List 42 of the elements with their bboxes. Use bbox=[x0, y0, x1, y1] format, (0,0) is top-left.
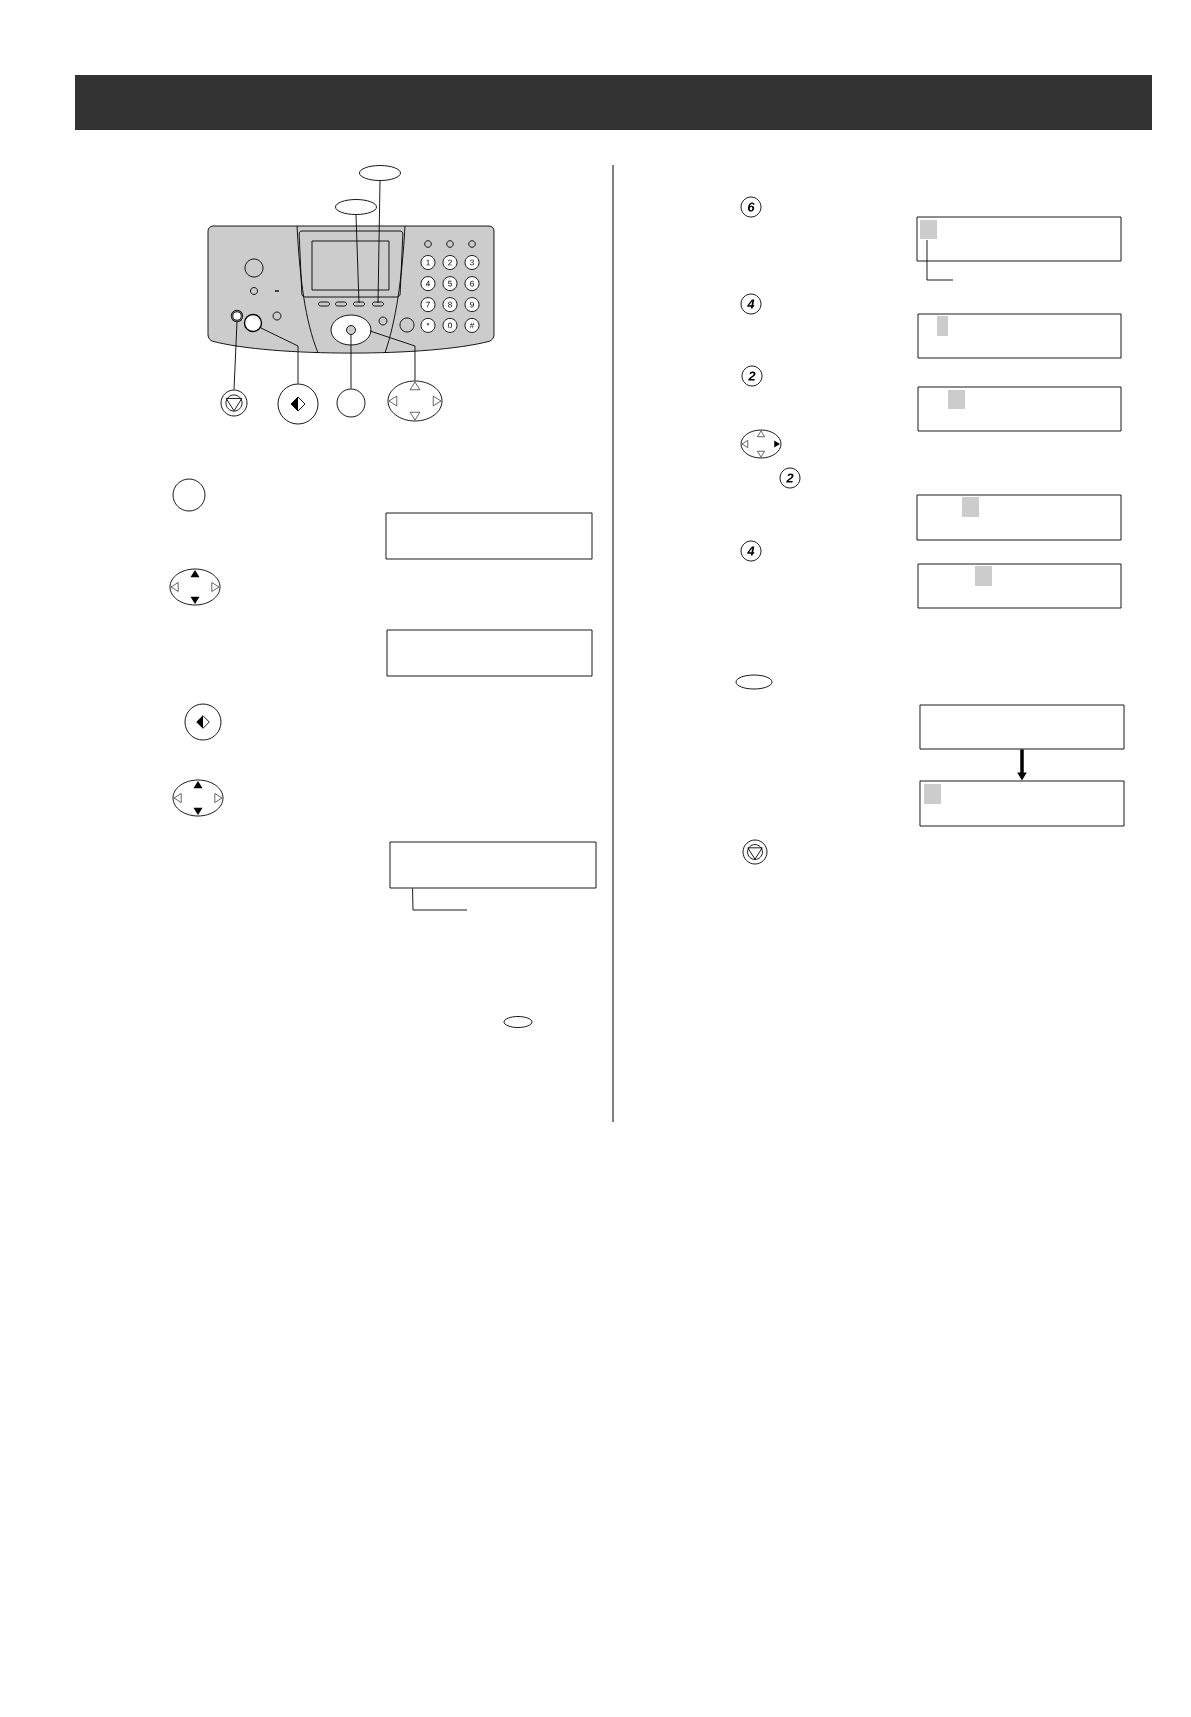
lcd-display bbox=[389, 841, 597, 889]
oval-button bbox=[335, 199, 377, 215]
lcd-display bbox=[917, 386, 1122, 432]
oval-button bbox=[359, 165, 401, 181]
leader-line bbox=[377, 180, 381, 304]
keypad-key: 4 bbox=[420, 276, 436, 292]
leader-line bbox=[926, 239, 954, 281]
keypad-key: 6 bbox=[464, 276, 480, 292]
leader-line bbox=[233, 321, 238, 390]
leader-line bbox=[350, 334, 352, 389]
number-key: 6 bbox=[740, 196, 762, 218]
lcd-display bbox=[386, 629, 593, 677]
keypad-key: 0 bbox=[442, 317, 458, 333]
keypad-key: # bbox=[464, 317, 480, 333]
number-key: 4 bbox=[740, 293, 762, 315]
stop-button bbox=[220, 389, 248, 417]
keypad-key: 1 bbox=[420, 255, 436, 270]
keypad-key: 8 bbox=[442, 297, 458, 313]
leader-line bbox=[355, 214, 360, 304]
leader-line bbox=[412, 888, 468, 911]
navigator-button bbox=[387, 380, 443, 422]
fax-panel-drawing bbox=[207, 225, 495, 354]
keypad-key: * bbox=[420, 317, 436, 333]
lcd-display bbox=[919, 780, 1125, 827]
lcd-display bbox=[919, 704, 1125, 750]
number-key: 2 bbox=[741, 365, 763, 387]
keypad-key: 7 bbox=[420, 297, 436, 313]
leader-line bbox=[369, 330, 416, 381]
lcd-display bbox=[917, 563, 1122, 609]
number-key: 4 bbox=[740, 540, 762, 562]
keypad-key: 9 bbox=[464, 297, 480, 313]
leader-line bbox=[260, 327, 299, 384]
lcd-display bbox=[917, 313, 1122, 359]
start-button bbox=[277, 383, 319, 425]
number-key: 2 bbox=[779, 467, 801, 489]
keypad-key: 5 bbox=[442, 276, 458, 292]
lcd-display bbox=[916, 216, 1122, 262]
round-button bbox=[336, 388, 366, 418]
lcd-display bbox=[916, 494, 1122, 541]
keypad-key: 3 bbox=[464, 255, 480, 270]
lcd-display bbox=[385, 512, 593, 560]
keypad-key: 2 bbox=[442, 255, 458, 270]
